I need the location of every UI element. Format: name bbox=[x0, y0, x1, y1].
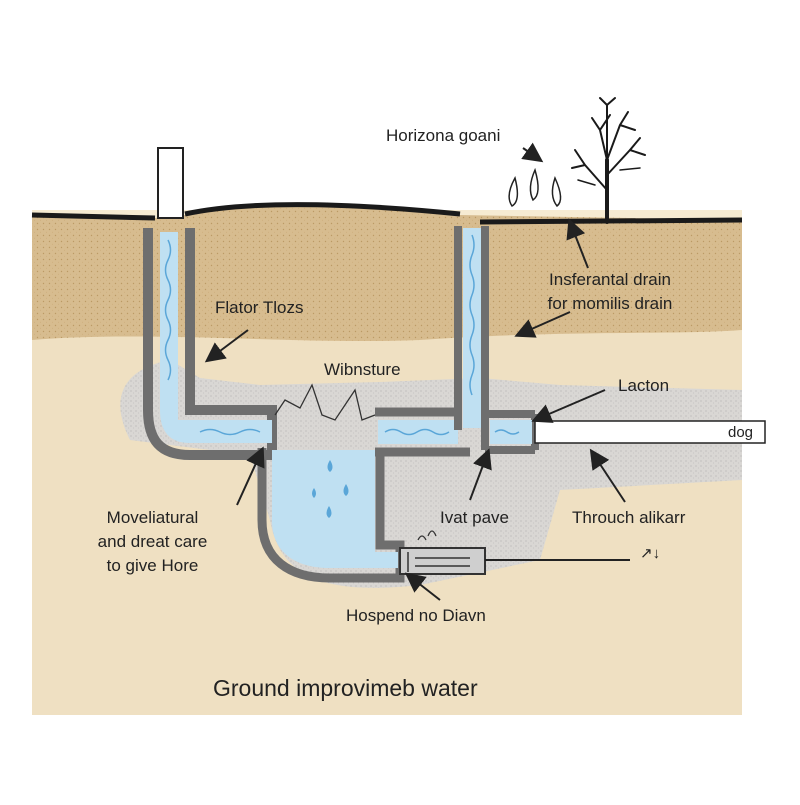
label-outlet-arrow: ↗↓ bbox=[640, 545, 661, 562]
label-left-note-line1: Moveliatural bbox=[106, 508, 199, 527]
arrow-valve bbox=[469, 448, 492, 501]
label-left-note-line2: and dreat care bbox=[97, 532, 208, 551]
arrow-drain bbox=[404, 572, 441, 601]
sump-wall bbox=[257, 448, 405, 583]
arrow-through bbox=[589, 448, 626, 503]
ground-surface bbox=[31, 202, 743, 225]
arrow-interceptor-up bbox=[566, 218, 589, 269]
annotation-arrows bbox=[204, 142, 626, 601]
water-droplet-icon bbox=[312, 460, 349, 518]
label-through: Throuch alikarr bbox=[572, 508, 686, 527]
arrow-interceptor-left bbox=[514, 311, 571, 338]
sump-water-surface bbox=[274, 383, 376, 421]
left-shaft-flow bbox=[164, 239, 261, 436]
arrow-location bbox=[531, 389, 606, 423]
arrow-left-note bbox=[236, 446, 265, 506]
label-interceptor-line2: for momilis drain bbox=[547, 294, 673, 313]
right-shaft-flow bbox=[469, 234, 475, 396]
label-flow: Flator Tlozs bbox=[215, 298, 304, 317]
diagram-title: Ground improvimeb water bbox=[213, 675, 478, 701]
label-moisture: Wibnsture bbox=[324, 360, 401, 379]
middle-pipe bbox=[375, 407, 470, 457]
arrow-caption bbox=[521, 142, 544, 163]
label-interceptor-line1: Insferantal drain bbox=[549, 270, 671, 289]
label-left-note: Moveliatural and dreat care to give Hore bbox=[70, 506, 235, 578]
right-outlet-flow bbox=[494, 429, 520, 435]
caption-top: Horizona goani bbox=[386, 126, 501, 145]
left-shaft-water bbox=[160, 232, 272, 443]
bottom-outlet-detail bbox=[407, 552, 470, 572]
sump-water bbox=[272, 450, 398, 568]
bottom-outlet-waves bbox=[417, 530, 437, 541]
bottom-outlet-pipe bbox=[399, 547, 486, 575]
label-left-note-line3: to give Hore bbox=[106, 556, 199, 575]
tree-icon bbox=[571, 97, 646, 224]
label-valve: Ivat pave bbox=[440, 508, 509, 527]
standpipe bbox=[157, 147, 184, 219]
right-shaft-water bbox=[463, 228, 481, 428]
rain-drop-icon bbox=[508, 167, 562, 208]
right-outlet-water bbox=[490, 420, 532, 444]
label-drain: Hospend no Diavn bbox=[346, 606, 486, 625]
topsoil-texture bbox=[32, 205, 742, 342]
arrow-flow bbox=[204, 329, 249, 363]
label-location: Lacton bbox=[618, 376, 670, 395]
middle-pipe-flow bbox=[384, 428, 450, 436]
label-pipe-tag: dog bbox=[728, 424, 754, 441]
label-interceptor-drain: Insferantal drain for momilis drain bbox=[520, 268, 700, 316]
discharge-pipe bbox=[534, 420, 766, 444]
